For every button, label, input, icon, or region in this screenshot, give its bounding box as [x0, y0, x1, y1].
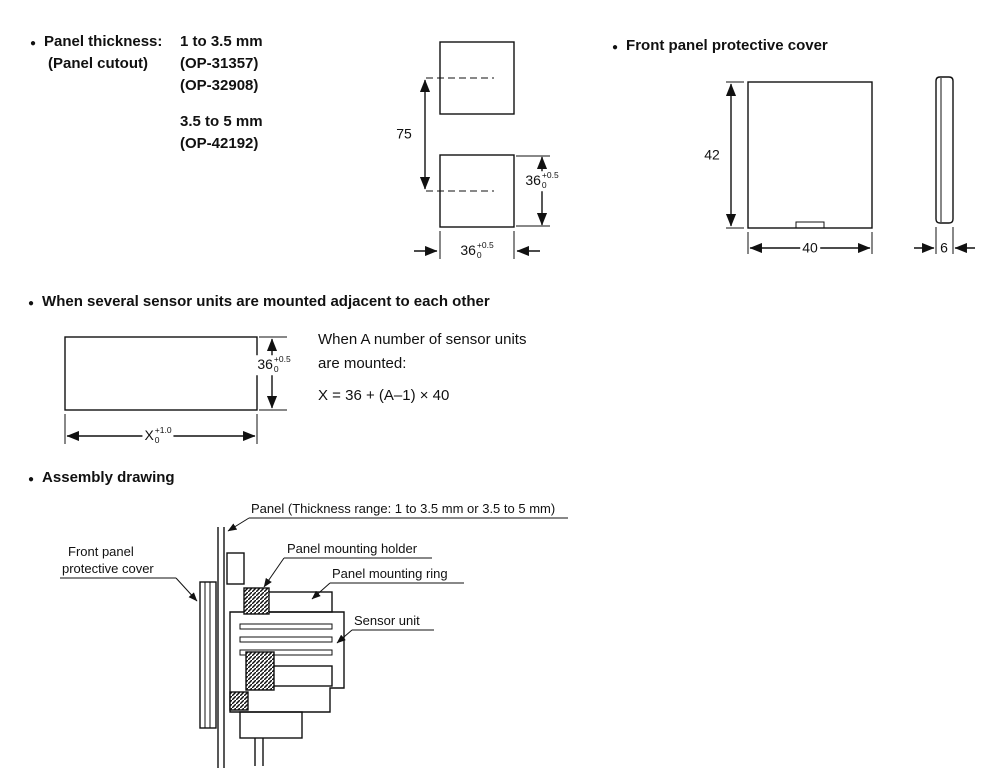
- cover-section: [199, 581, 217, 729]
- bullet-icon: ●: [612, 42, 619, 53]
- dim-40-label: 40: [800, 239, 820, 256]
- part-number-3: (OP-42192): [180, 135, 259, 152]
- adjacent-heading: ● When several sensor units are mounted …: [28, 293, 490, 310]
- part-number-2: (OP-32908): [180, 77, 259, 94]
- adjacent-heading-text: When several sensor units are mounted ad…: [42, 293, 490, 310]
- cover-side-view: [935, 76, 954, 224]
- panel-thickness-label: Panel thickness:: [44, 33, 163, 50]
- mounting-holder: [243, 587, 270, 615]
- mounting-holder: [229, 691, 249, 711]
- dim-75-label: 75: [396, 125, 412, 142]
- adjacent-cutout-rect: [64, 336, 258, 411]
- assembly-heading: ● Assembly drawing: [28, 469, 175, 486]
- label-panel: Panel (Thickness range: 1 to 3.5 mm or 3…: [251, 501, 556, 516]
- cover-front-view: [747, 81, 873, 229]
- assembly-heading-text: Assembly drawing: [42, 469, 175, 486]
- label-mounting-ring: Panel mounting ring: [332, 566, 448, 581]
- sensor-lower-housing: [239, 711, 303, 739]
- leader-cover: [175, 577, 198, 602]
- front-cover-heading-text: Front panel protective cover: [626, 37, 828, 54]
- leader-panel: [227, 517, 250, 532]
- adjacent-note-line2: are mounted:: [318, 355, 407, 372]
- cover-tab: [795, 221, 825, 229]
- panel-cutout-label: (Panel cutout): [48, 55, 148, 72]
- mounting-ring: [267, 591, 333, 613]
- front-cover-heading: ● Front panel protective cover: [612, 37, 828, 54]
- mounting-holder: [245, 651, 275, 691]
- label-sensor-unit: Sensor unit: [354, 613, 420, 628]
- sensor-body: [229, 611, 345, 713]
- dim-42-label: 42: [704, 146, 720, 163]
- assembly-diagram: [60, 517, 568, 768]
- bullet-icon: ●: [30, 38, 37, 49]
- part-number-1: (OP-31357): [180, 55, 259, 72]
- label-protective-cover: protective cover: [62, 561, 154, 576]
- adjacent-formula: X = 36 + (A–1) × 40: [318, 387, 450, 404]
- label-mounting-holder: Panel mounting holder: [287, 541, 418, 556]
- adjacent-mounting-diagram: [64, 336, 287, 444]
- holder-hook: [226, 552, 245, 585]
- panel-thickness-range2: 3.5 to 5 mm: [180, 113, 263, 130]
- adjacent-note-line1: When A number of sensor units: [318, 331, 527, 348]
- bullet-icon: ●: [28, 298, 35, 309]
- panel-thickness-range1: 1 to 3.5 mm: [180, 33, 263, 50]
- leader-holder: [263, 557, 285, 588]
- panel-cutout-diagram: [414, 41, 550, 259]
- front-cover-diagram: [725, 76, 975, 254]
- bullet-icon: ●: [28, 474, 35, 485]
- leader-ring: [311, 582, 331, 600]
- dim-6-label: 6: [938, 239, 950, 256]
- label-front-panel: Front panel: [68, 544, 134, 559]
- mounting-ring: [267, 665, 333, 687]
